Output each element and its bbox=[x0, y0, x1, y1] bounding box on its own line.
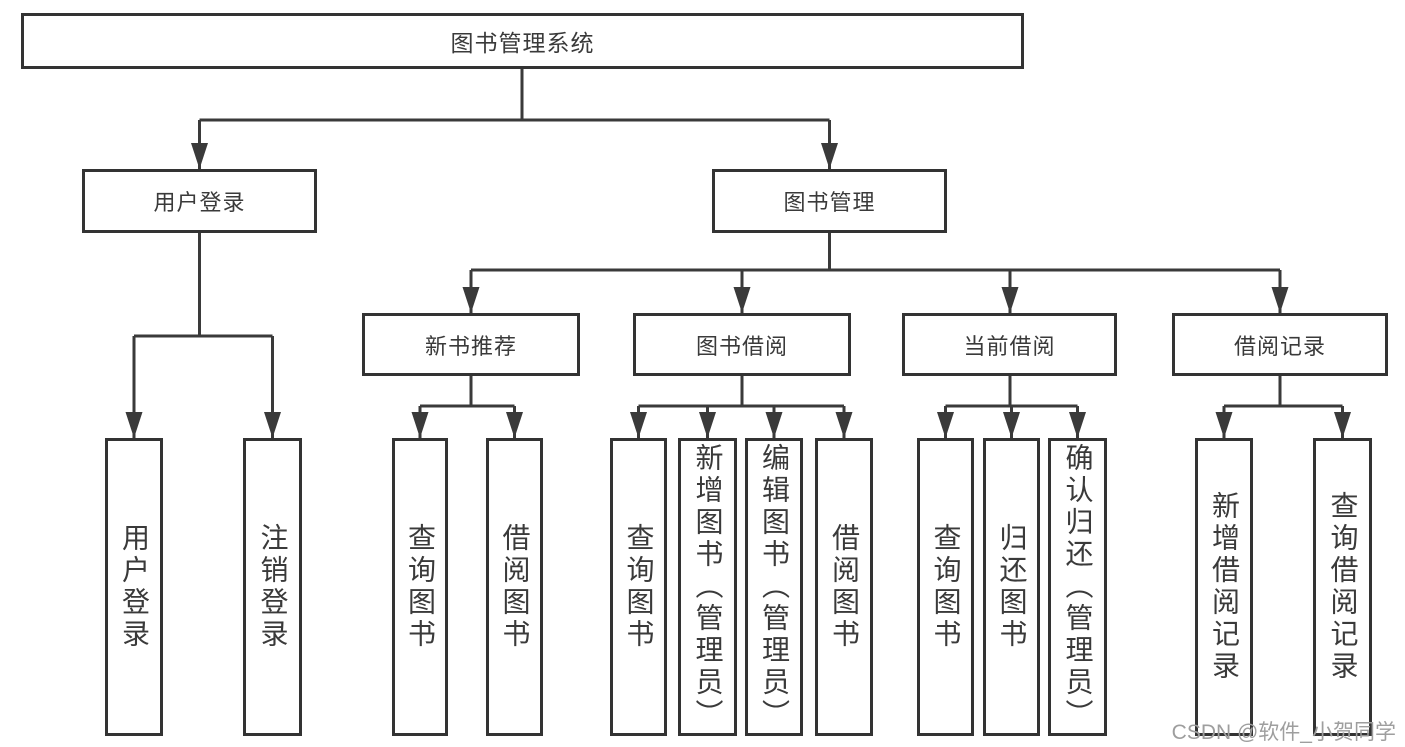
arrowhead-icon bbox=[821, 143, 838, 169]
leaf-query-books: 查询图书 bbox=[610, 438, 667, 736]
arrowhead-icon bbox=[1003, 412, 1020, 438]
leaf-query-books: 查询图书 bbox=[392, 438, 448, 736]
connector-borrow-records-to-leaves bbox=[1222, 376, 1344, 438]
arrowhead-icon bbox=[1271, 287, 1289, 313]
leaf-label: 新增图书（管理员） bbox=[692, 443, 724, 731]
leaf-label: 编辑图书（管理员） bbox=[759, 443, 790, 731]
arrowhead-icon bbox=[1069, 412, 1086, 438]
arrowhead-icon bbox=[765, 412, 783, 438]
leaf-borrow-books: 借阅图书 bbox=[815, 438, 873, 736]
arrowhead-icon bbox=[506, 412, 523, 438]
arrowhead-icon bbox=[630, 412, 647, 438]
connector-book-borrow-to-leaves bbox=[637, 376, 846, 438]
leaf-label: 查询图书 bbox=[405, 523, 436, 651]
leaf-confirm-return-admin: 确认归还（管理员） bbox=[1048, 438, 1107, 736]
leaf-query-books: 查询图书 bbox=[917, 438, 974, 736]
arrowhead-icon bbox=[411, 412, 429, 438]
leaf-query-borrow-record: 查询借阅记录 bbox=[1313, 438, 1372, 736]
arrowhead-icon bbox=[937, 412, 954, 438]
leaf-label: 查询图书 bbox=[623, 523, 655, 651]
arrowhead-icon bbox=[264, 412, 281, 438]
arrowhead-icon bbox=[191, 143, 208, 169]
arrowhead-icon bbox=[699, 412, 716, 438]
leaf-label: 借阅图书 bbox=[499, 523, 531, 651]
node-label: 借阅记录 bbox=[1233, 333, 1326, 359]
csdn-watermark: CSDN @软件_小贺同学 bbox=[1171, 721, 1396, 744]
node-book-management: 图书管理 bbox=[712, 169, 947, 233]
connector-book-management-to-level3 bbox=[469, 233, 1282, 313]
leaf-label: 注销登录 bbox=[257, 523, 289, 651]
leaf-label: 新增借阅记录 bbox=[1209, 491, 1240, 683]
arrowhead-icon bbox=[1334, 412, 1351, 438]
node-label: 图书借阅 bbox=[695, 333, 788, 359]
connector-new-book-to-leaves bbox=[418, 376, 516, 438]
arrowhead-icon bbox=[1215, 412, 1233, 438]
node-label: 图书管理 bbox=[783, 190, 876, 215]
leaf-user-login: 用户登录 bbox=[105, 438, 163, 736]
node-label: 新书推荐 bbox=[424, 333, 517, 359]
node-label: 当前借阅 bbox=[963, 333, 1056, 359]
leaf-label: 查询图书 bbox=[930, 523, 962, 651]
leaf-logout: 注销登录 bbox=[243, 438, 302, 736]
node-current-borrow: 当前借阅 bbox=[902, 313, 1117, 376]
leaf-borrow-books: 借阅图书 bbox=[486, 438, 543, 736]
node-user-login: 用户登录 bbox=[82, 169, 317, 233]
leaf-add-books-admin: 新增图书（管理员） bbox=[678, 438, 737, 736]
arrowhead-icon bbox=[733, 287, 751, 313]
leaf-add-borrow-record: 新增借阅记录 bbox=[1195, 438, 1253, 736]
leaf-label: 用户登录 bbox=[119, 523, 150, 651]
connector-root-to-level2 bbox=[198, 69, 831, 169]
node-label: 用户登录 bbox=[153, 190, 246, 215]
leaf-label: 归还图书 bbox=[996, 523, 1028, 651]
leaf-label: 借阅图书 bbox=[829, 523, 860, 651]
node-new-book-recommend: 新书推荐 bbox=[362, 313, 580, 376]
node-borrow-records: 借阅记录 bbox=[1172, 313, 1388, 376]
leaf-return-books: 归还图书 bbox=[983, 438, 1040, 736]
leaf-label: 查询借阅记录 bbox=[1327, 491, 1359, 683]
connector-user-login-to-leaves bbox=[132, 233, 274, 438]
node-label: 图书管理系统 bbox=[450, 30, 595, 56]
arrowhead-icon bbox=[835, 412, 853, 438]
arrowhead-icon bbox=[1001, 287, 1019, 313]
arrowhead-icon bbox=[125, 412, 143, 438]
node-book-borrow: 图书借阅 bbox=[633, 313, 851, 376]
node-library-system: 图书管理系统 bbox=[21, 13, 1024, 69]
leaf-edit-books-admin: 编辑图书（管理员） bbox=[745, 438, 803, 736]
leaf-label: 确认归还（管理员） bbox=[1062, 443, 1094, 731]
arrowhead-icon bbox=[462, 287, 480, 313]
